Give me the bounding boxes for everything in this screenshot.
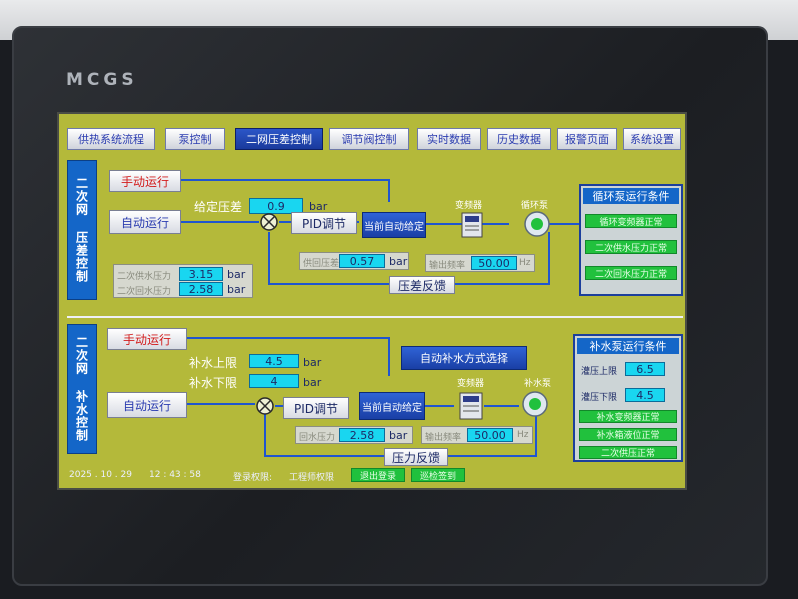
login-permission-label: 登录权限:	[233, 473, 273, 483]
auto-setpoint-mode-1[interactable]: 当前自动给定	[362, 212, 426, 238]
pipe-feedback-right-2	[447, 414, 537, 457]
upper-limit-value[interactable]: 4.5	[249, 354, 299, 368]
patrol-signin-button[interactable]: 巡检签到	[411, 468, 465, 482]
pump-icon-1	[524, 211, 550, 237]
pump-label-2: 补水泵	[524, 379, 552, 389]
condition-1-1: 循环变频器正常	[585, 214, 677, 228]
diff-label: 供回压差	[303, 259, 340, 269]
auto-run-button-1[interactable]: 自动运行	[109, 210, 181, 234]
pid-control-2[interactable]: PID调节	[283, 397, 349, 419]
pipe-manual-1	[179, 179, 390, 202]
tab-heating-flow[interactable]: 供热系统流程	[67, 128, 155, 150]
tank-upper-label: 灌压上限	[581, 367, 618, 377]
inverter-label-2: 变频器	[457, 379, 485, 389]
diff-unit: bar	[389, 255, 408, 268]
tab-history-data[interactable]: 历史数据	[487, 128, 551, 150]
hmi-screen: 供热系统流程 泵控制 二网压差控制 调节阀控制 实时数据 历史数据 报警页面 系…	[57, 112, 687, 490]
section-divider	[67, 316, 683, 318]
tank-upper-value[interactable]: 6.5	[625, 362, 665, 376]
return-pressure-label: 二次回水压力	[117, 287, 172, 297]
tank-lower-value[interactable]: 4.5	[625, 388, 665, 402]
tab-valve-control[interactable]: 调节阀控制	[329, 128, 409, 150]
section-title-makeup-water: 二次网 补水控制	[67, 324, 97, 454]
lower-limit-value[interactable]: 4	[249, 374, 299, 388]
pump-icon-2	[522, 391, 548, 417]
supply-pressure-value: 3.15	[179, 267, 223, 281]
supply-pressure-label: 二次供水压力	[117, 272, 172, 282]
brand-logo: MCGS	[66, 70, 138, 90]
tank-lower-label: 灌压下限	[581, 393, 618, 403]
condition-1-2: 二次供水压力正常	[585, 240, 677, 254]
upper-limit-label: 补水上限	[189, 356, 238, 370]
logout-button[interactable]: 退出登录	[351, 468, 405, 482]
freq-label-2: 输出频率	[425, 433, 462, 443]
status-date: 2025 . 10 . 29	[69, 470, 132, 480]
valve-icon-2	[256, 397, 274, 415]
pressure-feedback-2[interactable]: 压力反馈	[384, 448, 448, 466]
return-pressure-value: 2.58	[179, 282, 223, 296]
tab-alarm-page[interactable]: 报警页面	[557, 128, 617, 150]
return-pressure-unit: bar	[227, 283, 246, 296]
freq-unit-1: Hz	[519, 258, 531, 268]
auto-run-button-2[interactable]: 自动运行	[107, 392, 187, 418]
pump-conditions-title-2: 补水泵运行条件	[577, 338, 679, 354]
lower-limit-unit: bar	[303, 376, 322, 389]
inverter-icon-2	[459, 392, 483, 420]
condition-2-2: 补水箱液位正常	[579, 428, 677, 441]
freq-value-1: 50.00	[471, 256, 517, 270]
return-pressure-label-2: 回水压力	[299, 433, 336, 443]
pid-control-1[interactable]: PID调节	[291, 212, 357, 234]
inverter-label-1: 变频器	[455, 201, 483, 211]
tab-pump-control[interactable]: 泵控制	[165, 128, 225, 150]
auto-setpoint-mode-2[interactable]: 当前自动给定	[359, 392, 425, 420]
upper-limit-unit: bar	[303, 356, 322, 369]
tab-system-settings[interactable]: 系统设置	[623, 128, 681, 150]
valve-icon-1	[260, 213, 278, 231]
inverter-icon-1	[461, 212, 483, 238]
pipe-feedback-left-2	[264, 414, 384, 457]
return-pressure-unit-2: bar	[389, 429, 408, 442]
tab-realtime-data[interactable]: 实时数据	[417, 128, 481, 150]
section-title-pressure-diff: 二次网 压差控制	[67, 160, 97, 300]
manual-run-button-2[interactable]: 手动运行	[107, 328, 187, 350]
freq-label-1: 输出频率	[429, 261, 466, 271]
return-pressure-value-2: 2.58	[339, 428, 385, 442]
condition-2-1: 补水变频器正常	[579, 410, 677, 423]
diff-value: 0.57	[339, 254, 385, 268]
setpoint-label: 给定压差	[194, 200, 243, 214]
freq-value-2: 50.00	[467, 428, 513, 442]
pipe-feedback-left-1	[268, 232, 399, 285]
lower-limit-label: 补水下限	[189, 376, 238, 390]
login-user: 工程师权限	[289, 473, 335, 483]
auto-makeup-mode-select[interactable]: 自动补水方式选择	[401, 346, 527, 370]
supply-pressure-unit: bar	[227, 268, 246, 281]
pump-conditions-title-1: 循环泵运行条件	[583, 188, 679, 204]
pressure-diff-feedback-1[interactable]: 压差反馈	[389, 276, 455, 294]
manual-run-button-1[interactable]: 手动运行	[109, 170, 181, 192]
setpoint-value[interactable]: 0.9	[249, 198, 303, 214]
pump-label-1: 循环泵	[521, 201, 549, 211]
status-time: 12 : 43 : 58	[149, 470, 201, 480]
setpoint-unit: bar	[309, 200, 328, 213]
condition-1-3: 二次回水压力正常	[585, 266, 677, 280]
pipe-manual-2	[179, 337, 390, 376]
condition-2-3: 二次供压正常	[579, 446, 677, 459]
tab-pressure-diff-control[interactable]: 二网压差控制	[235, 128, 323, 150]
freq-unit-2: Hz	[517, 430, 529, 440]
pipe-feedback-right-1	[452, 232, 550, 285]
